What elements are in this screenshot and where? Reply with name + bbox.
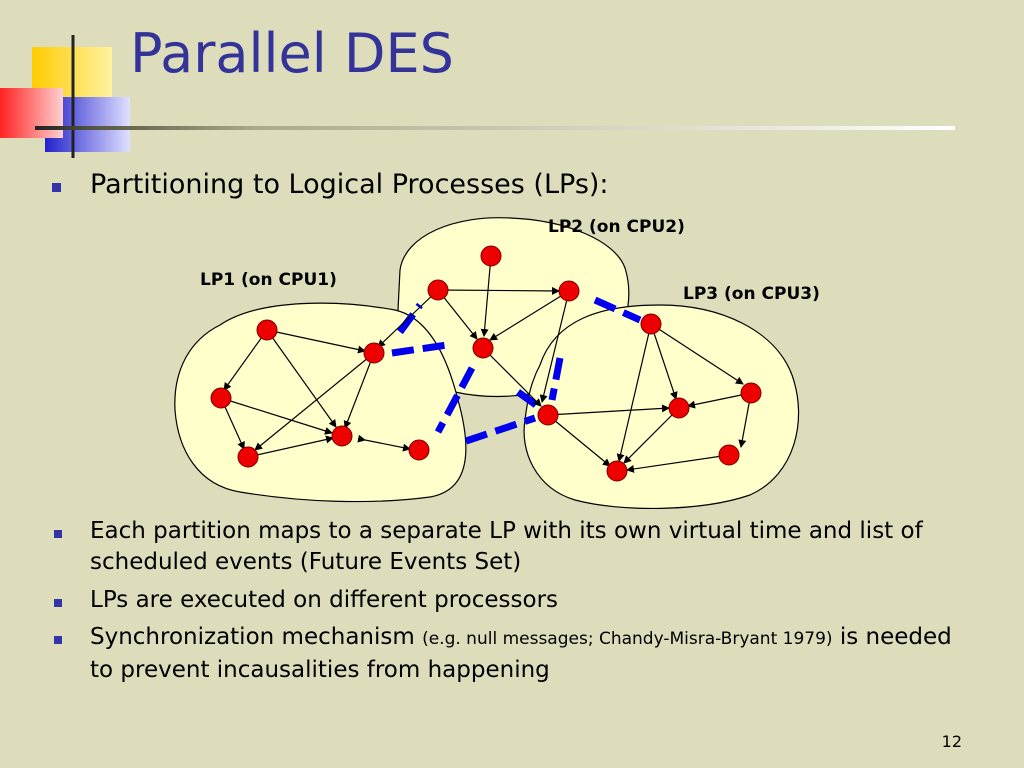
bullet-marker [52,183,61,192]
bullet-processors: LPs are executed on different processors [90,587,559,613]
node-lp3-left [537,404,559,426]
lp2-label: LP2 (on CPU2) [548,217,685,237]
slide-logo-decoration [0,35,130,158]
lp1-label: LP1 (on CPU1) [200,270,337,290]
sync-example-note: (e.g. null messages; Chandy-Misra-Bryant… [422,629,833,649]
node-lp1-left [210,387,232,409]
node-lp2-top [480,245,502,267]
node-lp3-top [640,313,662,335]
lp3-region [523,304,800,510]
title-underline [35,126,955,130]
page-number: 12 [941,732,962,751]
node-lp1-center [331,425,353,447]
slide-title: Parallel DES [130,22,454,85]
sync-text-start: Synchronization mechanism [90,624,423,650]
bullet-marker [54,599,62,607]
node-lp2-right [558,280,580,302]
lp3-label: LP3 (on CPU3) [683,284,820,304]
node-lp1-top [256,319,278,341]
node-lp3-right [740,382,762,404]
node-lp2-left [427,279,449,301]
bullet-synchronization: Synchronization mechanism (e.g. null mes… [90,622,980,686]
node-lp1-far-right [408,439,430,461]
node-lp1-bottom [237,446,259,468]
bullet-lp-mapping: Each partition maps to a separate LP wit… [90,518,923,575]
event-nodes [210,245,762,482]
node-lp1-right [363,342,385,364]
main-bullet-text: Partitioning to Logical Processes (LPs): [90,169,609,200]
event-edges [213,248,759,473]
bullet-marker [54,530,62,538]
node-lp3-center [668,397,690,419]
sync-text-end: is needed to prevent incausalities from … [90,624,952,683]
node-lp2-center [472,337,494,359]
bullet-marker [54,636,62,644]
node-lp3-bottom-right [718,444,740,466]
node-lp3-bottom [606,460,628,482]
